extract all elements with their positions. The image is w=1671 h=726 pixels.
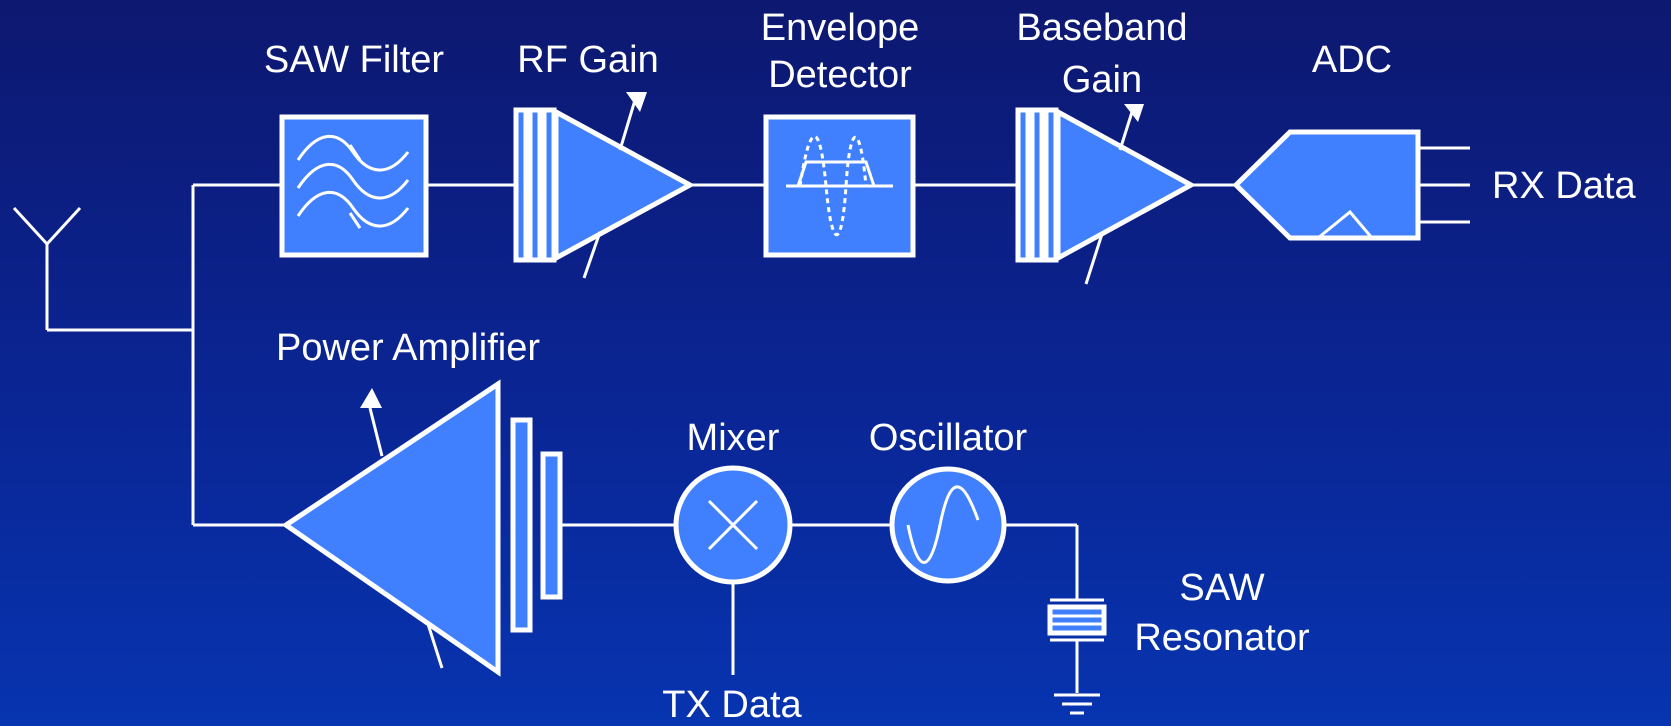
envelope-detector-label-line2: Detector [768,54,912,96]
oscillator-label: Oscillator [869,417,1028,459]
mixer-block [673,465,793,585]
antenna-icon [12,206,193,332]
baseband-gain-label-line1: Baseband [1016,7,1187,49]
power-amplifier [281,379,563,677]
saw-resonator-icon [1047,598,1107,642]
tx-chain-wires [560,523,1079,693]
power-amplifier-label: Power Amplifier [276,327,540,369]
amplifier-icon [513,92,696,279]
adc-icon [1232,129,1421,241]
oscillator-block [889,466,1007,584]
amplifier-icon [1015,104,1197,285]
mixer-label: Mixer [687,417,780,459]
adc-label: ADC [1312,39,1392,81]
baseband-gain-amplifier [1015,104,1197,285]
amplifier-icon [281,379,563,677]
saw-resonator-block [1047,598,1107,715]
envelope-detector-label-line1: Envelope [761,7,919,49]
oscillator-icon [889,466,1007,584]
saw-filter-block [279,114,429,258]
saw-filter-label: SAW Filter [264,39,444,81]
saw-filter-icon [296,135,410,229]
rf-gain-label: RF Gain [517,39,658,81]
tx-data-label: TX Data [662,684,802,726]
baseband-gain-label-line2: Gain [1062,59,1142,101]
ground-icon [1054,693,1100,715]
envelope-detector-block [763,114,916,258]
envelope-detector-icon [786,135,893,237]
mixer-icon [673,465,793,585]
saw-resonator-label-line2: Resonator [1134,617,1310,659]
rx-data-label: RX Data [1492,165,1636,207]
rx-tx-splitter-wires [191,183,286,527]
rf-gain-amplifier [513,92,696,279]
adc-block [1232,129,1470,241]
saw-resonator-label-line1: SAW [1179,567,1264,609]
